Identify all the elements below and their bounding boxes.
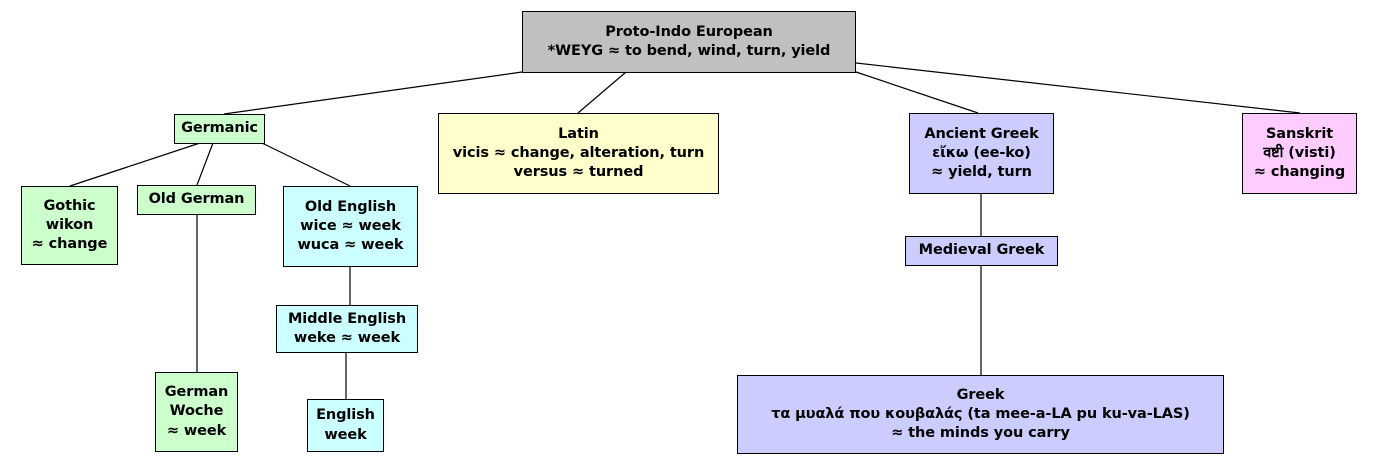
node-middle-english-line-1: Middle English [287,310,407,327]
node-latin[interactable]: Latin vicis ≈ change, alteration, turn v… [438,113,719,194]
edge-germanic-old-german [196,142,214,186]
node-middle-english[interactable]: Middle English weke ≈ week [276,305,418,353]
node-greek[interactable]: Greek τα μυαλά που κουβαλάς (ta mee-a-LA… [737,375,1224,454]
node-latin-line-1: Latin [558,125,599,142]
node-greek-line-2: τα μυαλά που κουβαλάς (ta mee-a-LA pu ku… [771,405,1190,422]
node-german-line-2: Woche [169,403,224,420]
node-greek-line-3: ≈ the minds you carry [891,425,1070,442]
edge-pie-ancient-greek [855,71,979,114]
node-greek-line-1: Greek [956,386,1005,403]
node-middle-english-line-2: weke ≈ week [293,330,401,346]
node-latin-line-3: versus ≈ turned [513,164,644,181]
node-old-english-line-2: wice ≈ week [300,217,401,234]
node-gothic[interactable]: Gothic wikon ≈ change [21,186,118,265]
node-old-english-line-1: Old English [304,198,397,215]
node-ancient-greek[interactable]: Ancient Greek εἴκω (ee-ko) ≈ yield, turn [909,113,1054,194]
edge-pie-latin [577,71,627,114]
node-ancient-greek-line-1: Ancient Greek [924,125,1039,142]
node-sanskrit-line-1: Sanskrit [1265,125,1334,142]
edge-pie-germanic [223,71,523,115]
node-sanskrit-line-3: ≈ changing [1253,164,1346,181]
node-german[interactable]: German Woche ≈ week [155,372,238,452]
edge-germanic-gothic [69,142,201,187]
node-gothic-line-2: wikon [45,216,94,233]
node-ancient-greek-line-3: ≈ yield, turn [931,164,1032,181]
edge-pie-sanskrit [855,62,1301,114]
node-latin-line-2: vicis ≈ change, alteration, turn [452,144,705,161]
node-ancient-greek-line-2: εἴκω (ee-ko) [932,144,1031,161]
edge-germanic-old-english [261,142,351,187]
node-old-english-line-3: wuca ≈ week [297,237,404,254]
node-german-line-3: ≈ week [166,422,227,439]
node-proto-indo-european-line-2: *WEYG ≈ to bend, wind, turn, yield [547,43,831,59]
node-old-german[interactable]: Old German [137,185,256,215]
node-english[interactable]: English week [307,399,384,452]
node-german-line-1: German [164,384,229,401]
node-sanskrit[interactable]: Sanskrit वष्टी (visti) ≈ changing [1242,113,1357,194]
node-old-german-line-1: Old German [148,191,245,208]
node-proto-indo-european[interactable]: Proto-Indo European *WEYG ≈ to bend, win… [522,11,856,73]
node-proto-indo-european-line-1: Proto-Indo European [605,23,773,40]
node-gothic-line-1: Gothic [43,197,96,214]
node-germanic-line-1: Germanic [181,120,258,137]
node-old-english[interactable]: Old English wice ≈ week wuca ≈ week [283,186,418,267]
node-medieval-greek-line-1: Medieval Greek [918,242,1045,259]
node-english-line-2: week [324,426,367,443]
node-english-line-1: English [316,407,375,424]
node-medieval-greek[interactable]: Medieval Greek [905,236,1058,266]
node-sanskrit-line-2: वष्टी (visti) [1263,144,1336,161]
node-germanic[interactable]: Germanic [174,114,265,144]
node-gothic-line-3: ≈ change [31,236,108,253]
